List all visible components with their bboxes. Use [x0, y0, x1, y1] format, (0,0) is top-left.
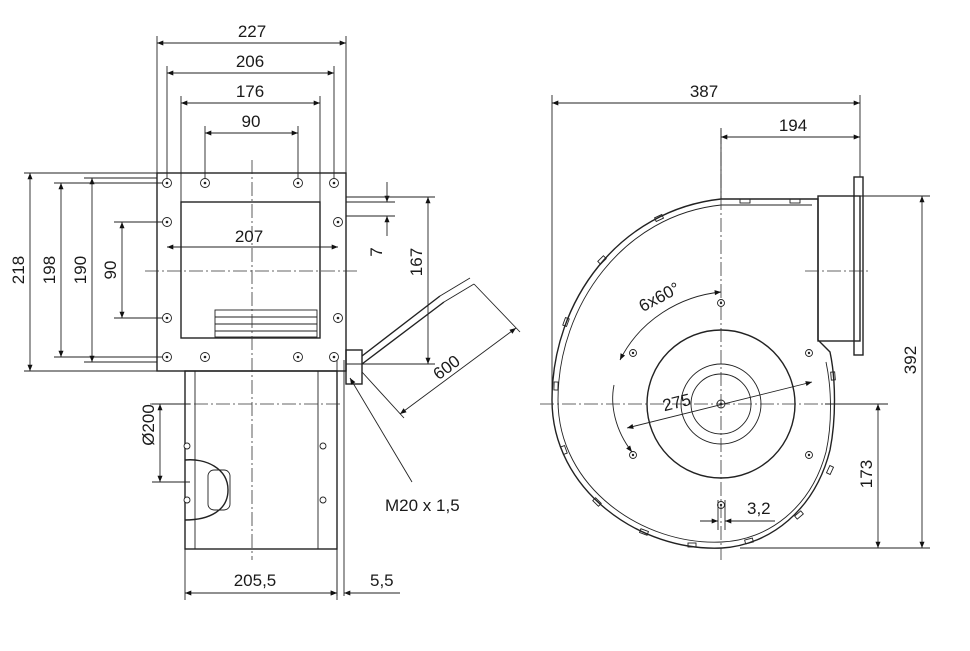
dim-198: 198: [40, 256, 59, 284]
scroll-rivets: [553, 198, 836, 548]
dim-392: 392: [901, 346, 920, 374]
dim-194: 194: [779, 116, 807, 135]
front-mounting-holes: [162, 178, 343, 362]
dim-387: 387: [690, 82, 718, 101]
dim-176: 176: [236, 82, 264, 101]
dim-90-left: 90: [101, 261, 120, 280]
dim-3-2: 3,2: [747, 499, 771, 518]
dim-206: 206: [236, 52, 264, 71]
inlet-motor-bulge: [184, 459, 229, 521]
dim-167: 167: [407, 248, 426, 276]
dim-207: 207: [235, 227, 263, 246]
dim-inlet-diameter: Ø200: [139, 404, 158, 446]
scroll-housing: [551, 198, 836, 549]
dim-275: 275: [661, 390, 693, 415]
dim-600: 600: [430, 351, 464, 383]
dim-5-5: 5,5: [370, 571, 394, 590]
front-outlet-opening: [180, 201, 321, 339]
dim-218: 218: [9, 256, 28, 284]
dim-90-top: 90: [242, 112, 261, 131]
dim-6x60: 6x60°: [636, 279, 683, 316]
impeller-slot: [214, 309, 318, 338]
dim-205-5: 205,5: [234, 571, 277, 590]
front-view: 227 206 176 90 207 218 198 190 90 7 167: [9, 22, 521, 600]
thread-label: M20 x 1,5: [385, 496, 460, 515]
front-housing-body: [184, 370, 338, 550]
dim-7: 7: [367, 247, 386, 256]
dim-227: 227: [238, 22, 266, 41]
side-view: 6x60° 275 387 194 392 173 3,2: [540, 82, 930, 560]
dim-173: 173: [857, 460, 876, 488]
dim-190: 190: [71, 256, 90, 284]
